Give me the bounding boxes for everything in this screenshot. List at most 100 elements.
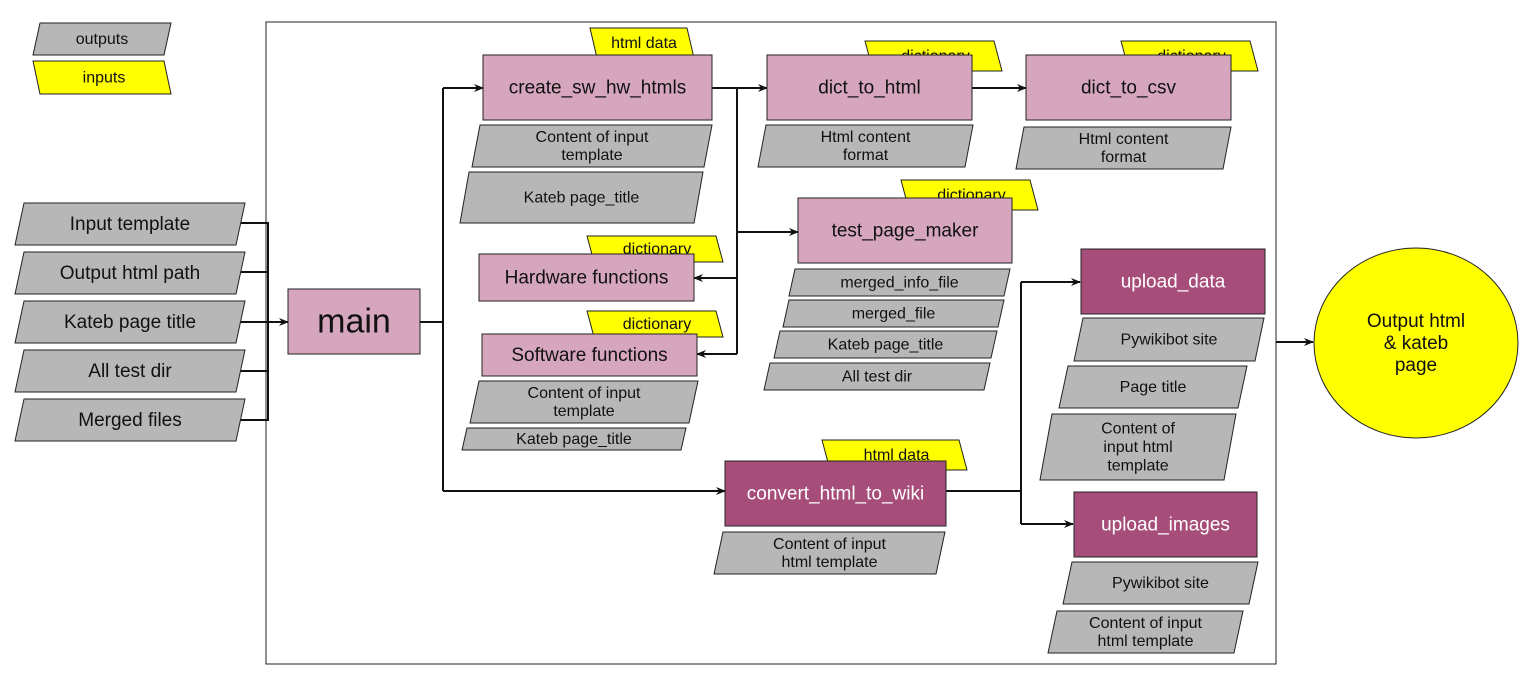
hardware-functions[interactable]: Hardware functions bbox=[478, 253, 695, 302]
software-functions-input: dictionary bbox=[586, 310, 724, 338]
upload-data-param-1-label: Pywikibot site bbox=[1121, 331, 1218, 348]
dict-to-html[interactable]: dict_to_html bbox=[766, 54, 973, 121]
main-input-4-label: All test dir bbox=[88, 361, 172, 382]
main-input-5-label: Merged files bbox=[78, 410, 182, 431]
main-input-2-label: Output html path bbox=[60, 263, 200, 284]
test-page-maker[interactable]: test_page_maker bbox=[797, 197, 1013, 264]
test-page-param-1-label: merged_info_file bbox=[840, 274, 958, 291]
test-page-param-3: Kateb page_title bbox=[773, 330, 998, 359]
dict-to-html-label: dict_to_html bbox=[818, 77, 920, 98]
upload-data-param-1-shape bbox=[1073, 317, 1265, 362]
main-function[interactable]: main bbox=[287, 288, 421, 355]
test-page-param-2-shape bbox=[782, 299, 1005, 328]
test-page-param-2-label: merged_file bbox=[852, 305, 936, 322]
test-page-param-2: merged_file bbox=[782, 299, 1005, 328]
convert-param-1-shape bbox=[713, 531, 946, 575]
create-sw-hw-htmls[interactable]: create_sw_hw_htmls bbox=[482, 54, 713, 121]
test-page-param-1-shape bbox=[788, 268, 1011, 297]
main-input-4-shape bbox=[14, 349, 246, 393]
software-functions-label: Software functions bbox=[511, 345, 667, 366]
create-sw-hw-htmls-input: html data bbox=[589, 27, 695, 59]
convert-html-to-wiki-label: convert_html_to_wiki bbox=[747, 483, 924, 504]
dict-to-html-shape[interactable] bbox=[766, 54, 973, 121]
main-function-label: main bbox=[317, 303, 391, 341]
software-functions-shape[interactable] bbox=[481, 333, 698, 377]
main-input-5-shape bbox=[14, 398, 246, 442]
software-param-2: Kateb page_title bbox=[461, 427, 687, 451]
main-input-1-shape bbox=[14, 202, 246, 246]
upload-data-param-1: Pywikibot site bbox=[1073, 317, 1265, 362]
legend-inputs-shape bbox=[32, 60, 172, 95]
upload-data-param-2-label: Page title bbox=[1120, 379, 1187, 396]
upload-images-shape[interactable] bbox=[1073, 491, 1258, 558]
output-terminal-shape bbox=[1313, 247, 1519, 439]
main-function-shape[interactable] bbox=[287, 288, 421, 355]
test-page-maker-label: test_page_maker bbox=[832, 220, 979, 241]
upload-data-label: upload_data bbox=[1121, 271, 1226, 292]
main-input-3-shape bbox=[14, 300, 246, 344]
test-page-param-3-label: Kateb page_title bbox=[828, 336, 944, 353]
connectors bbox=[240, 84, 1314, 528]
create-sw-hw-htmls-label: create_sw_hw_htmls bbox=[509, 77, 686, 98]
hardware-functions-label: Hardware functions bbox=[505, 267, 669, 288]
test-page-param-3-shape bbox=[773, 330, 998, 359]
upload-images-param-2-shape bbox=[1047, 610, 1244, 654]
upload-images-param-1-shape bbox=[1062, 561, 1259, 605]
upload-images-param-1: Pywikibot site bbox=[1062, 561, 1259, 605]
software-param-2-shape bbox=[461, 427, 687, 451]
hardware-functions-input-label: dictionary bbox=[623, 241, 691, 258]
create-sw-hw-htmls-shape[interactable] bbox=[482, 54, 713, 121]
dict-to-csv-shape[interactable] bbox=[1025, 54, 1232, 121]
test-page-param-4: All test dir bbox=[763, 362, 991, 391]
create-param-2: Kateb page_title bbox=[459, 171, 704, 224]
hardware-functions-shape[interactable] bbox=[478, 253, 695, 302]
create-param-2-shape bbox=[459, 171, 704, 224]
legend-inputs-label: inputs bbox=[83, 69, 126, 86]
test-page-param-4-label: All test dir bbox=[842, 368, 913, 385]
main-input-4: All test dir bbox=[14, 349, 246, 393]
software-functions[interactable]: Software functions bbox=[481, 333, 698, 377]
main-input-3: Kateb page title bbox=[14, 300, 246, 344]
main-input-2-shape bbox=[14, 251, 246, 295]
software-functions-input-shape bbox=[586, 310, 724, 338]
dict-to-csv[interactable]: dict_to_csv bbox=[1025, 54, 1232, 121]
main-input-3-label: Kateb page title bbox=[64, 312, 196, 333]
upload-images-label: upload_images bbox=[1101, 514, 1230, 535]
convert-html-to-wiki-shape[interactable] bbox=[724, 460, 947, 527]
upload-data-param-2: Page title bbox=[1058, 365, 1248, 409]
upload-data-param-3-shape bbox=[1039, 413, 1237, 481]
convert-html-to-wiki[interactable]: convert_html_to_wiki bbox=[724, 460, 947, 527]
upload-images-param-1-label: Pywikibot site bbox=[1112, 575, 1209, 592]
test-page-maker-shape[interactable] bbox=[797, 197, 1013, 264]
main-input-1: Input template bbox=[14, 202, 246, 246]
main-input-2: Output html path bbox=[14, 251, 246, 295]
main-input-5: Merged files bbox=[14, 398, 246, 442]
create-sw-hw-htmls-input-label: html data bbox=[611, 35, 677, 52]
upload-data[interactable]: upload_data bbox=[1080, 248, 1266, 315]
dict-to-csv-label: dict_to_csv bbox=[1081, 77, 1177, 98]
upload-data-param-2-shape bbox=[1058, 365, 1248, 409]
software-functions-input-label: dictionary bbox=[623, 316, 691, 333]
upload-data-shape[interactable] bbox=[1080, 248, 1266, 315]
dict-to-html-param-1-shape bbox=[757, 124, 974, 168]
test-page-param-1: merged_info_file bbox=[788, 268, 1011, 297]
upload-images[interactable]: upload_images bbox=[1073, 491, 1258, 558]
legend-outputs-label: outputs bbox=[76, 31, 128, 48]
dict-to-csv-param-1-shape bbox=[1015, 126, 1232, 170]
legend-outputs-shape bbox=[32, 22, 172, 56]
main-input-1-label: Input template bbox=[70, 214, 190, 235]
